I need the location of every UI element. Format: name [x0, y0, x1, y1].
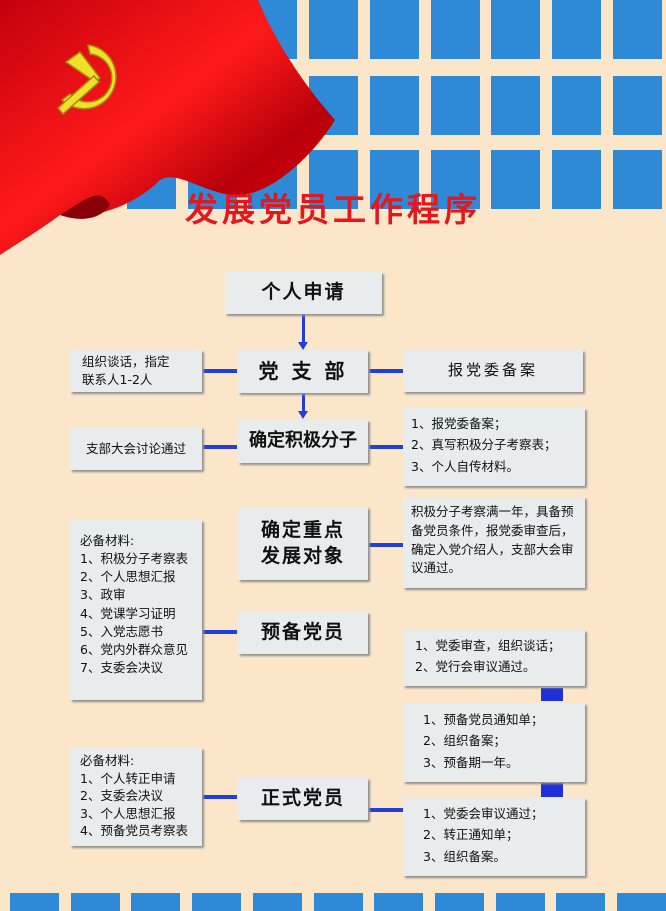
tile: [309, 0, 359, 59]
tile: [369, 0, 419, 59]
connector: [302, 393, 305, 413]
tile: [192, 893, 242, 911]
material-item: 7、支委会决议: [80, 659, 163, 675]
tile: [612, 150, 662, 209]
tile: [70, 893, 120, 911]
tile: [369, 76, 419, 135]
page-title: 发展党员工作程序: [185, 190, 481, 229]
connector-block: [541, 783, 563, 797]
material-item: 5、入党志愿书: [80, 623, 163, 639]
note-probationary-right: 1、党委审查，组织谈话； 2、党行会审议通过。: [403, 630, 585, 686]
connector: [203, 795, 237, 799]
step-key-target: 确定重点 发展对象: [238, 507, 368, 580]
tile: [491, 150, 541, 209]
tile: [131, 893, 181, 911]
step-activist: 确定积极分子: [238, 420, 368, 463]
tile: [551, 76, 601, 135]
tile: [430, 76, 480, 135]
tile: [551, 150, 601, 209]
material-item: 1、个人转正申请: [80, 770, 176, 786]
note-activist-right: 1、报党委备案； 2、真写积极分子考察表； 3、个人自传材料。: [403, 408, 585, 486]
note-line: 3、预备期一年。: [423, 754, 519, 770]
tile: [369, 150, 419, 209]
tile: [556, 893, 606, 911]
step-apply: 个人申请: [225, 272, 382, 314]
tile: [495, 893, 545, 911]
note-line: 3、组织备案。: [423, 848, 506, 864]
tile: [309, 150, 359, 209]
note-line: 1、预备党员通知单；: [423, 712, 544, 727]
note-line: 1、报党委备案；: [411, 416, 507, 431]
connector: [203, 630, 237, 634]
material-item: 2、支委会决议: [80, 788, 163, 803]
arrow-down-icon: [298, 342, 308, 350]
connector: [369, 369, 403, 373]
material-item: 4、党课学习证明: [80, 605, 176, 621]
note-line: 1、党委审查，组织谈话；: [415, 638, 561, 653]
note-key-target-right: 积极分子考察满一年，具备预备党员条件，报党委审查后，确定入党介绍人，支部大会审议…: [403, 497, 585, 588]
tile: [491, 76, 541, 135]
note-line: 2、组织备案；: [423, 733, 506, 749]
tile: [430, 0, 480, 59]
connector: [302, 314, 305, 344]
connector: [369, 808, 403, 812]
note-line: 2、真写积极分子考察表；: [411, 437, 557, 453]
tile: [430, 150, 480, 209]
tile: [617, 893, 666, 911]
connector-block: [541, 688, 563, 701]
material-item: 4、预备党员考察表: [80, 823, 188, 838]
step-full-member: 正式党员: [238, 778, 368, 820]
material-item: 3、个人思想汇报: [80, 805, 176, 821]
tile: [612, 0, 662, 59]
connector: [369, 543, 403, 547]
tile: [434, 893, 484, 911]
note-full-materials: 必备材料: 1、个人转正申请 2、支委会决议 3、个人思想汇报 4、预备党员考察…: [70, 748, 202, 846]
note-full-right: 1、党委会审议通过； 2、转正通知单； 3、组织备案。: [403, 798, 585, 876]
tile: [374, 893, 424, 911]
note-line: 2、党行会审议通过。: [415, 659, 536, 675]
materials-heading: 必备材料:: [80, 533, 135, 548]
connector: [203, 445, 237, 449]
tile: [491, 0, 541, 59]
material-item: 3、政审: [80, 587, 126, 603]
note-line: 3、个人自传材料。: [411, 458, 519, 474]
materials-heading: 必备材料:: [80, 753, 135, 768]
material-item: 2、个人思想汇报: [80, 569, 176, 585]
tile: [313, 893, 363, 911]
tile: [252, 893, 302, 911]
step-branch: 党 支 部: [238, 350, 368, 393]
connector: [369, 445, 403, 449]
tile: [612, 76, 662, 135]
tile: [10, 893, 59, 911]
note-probationary-materials: 必备材料: 1、积极分子考察表 2、个人思想汇报 3、政审 4、党课学习证明 5…: [70, 520, 202, 700]
tile: [551, 0, 601, 59]
party-flag: [0, 0, 335, 255]
note-activist-left: 支部大会讨论通过: [70, 427, 202, 470]
note-probationary-notice: 1、预备党员通知单； 2、组织备案； 3、预备期一年。: [403, 703, 585, 782]
connector: [203, 369, 237, 373]
hammer-sickle-emblem: [56, 44, 117, 116]
step-probationary: 预备党员: [238, 612, 368, 654]
note-branch-right: 报党委备案: [403, 350, 583, 392]
note-line: 1、党委会审议通过；: [423, 806, 544, 821]
note-line: 2、转正通知单；: [423, 827, 519, 843]
material-item: 1、积极分子考察表: [80, 551, 188, 567]
arrow-down-icon: [298, 411, 308, 419]
note-branch-left: 组织谈话，指定 联系人1-2人: [70, 350, 202, 392]
material-item: 6、党内外群众意见: [80, 641, 188, 657]
